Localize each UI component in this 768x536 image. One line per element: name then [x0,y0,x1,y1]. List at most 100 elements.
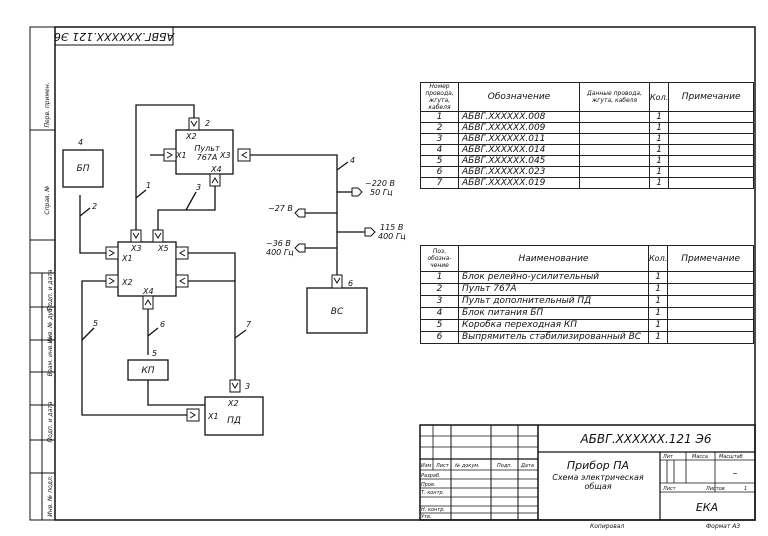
label-sheets: Листов [705,486,725,492]
pin-main-x1: X1 [121,254,133,263]
header-designation: Обозначение [458,82,580,112]
block-pd [204,396,264,436]
cell-note [668,177,754,189]
role-approve: Утв. [421,514,432,520]
corner-code: АБВГ.XXXXXX.121 Э6 [54,30,175,43]
cell-name: Блок питания БП [458,307,649,320]
cell-data [579,111,650,123]
leader-3 [185,191,197,211]
col-sign: Подп. [497,463,512,469]
leader-2 [79,207,91,217]
org-name: ЕКА [696,501,718,514]
cell-name: Пульт 767А [458,283,649,296]
corner-code-box [54,26,174,46]
leader-4 [336,161,349,171]
wire-3 [157,182,216,230]
ref-1: 1 [146,181,151,190]
sheets-value: 1 [744,486,747,492]
cell-note [667,271,754,284]
leader-7 [234,329,247,339]
cell-no: 4 [420,144,459,156]
ref-7: 7 [246,320,252,329]
ref-vs-pos: 6 [348,279,353,288]
paper-format: Формат А3 [706,523,740,530]
cable-table: Номер провода, жгута, кабеля Обозначение… [420,82,754,189]
block-main [117,241,177,297]
wire-5 [81,280,187,416]
pin-remote-x2: X2 [185,132,197,141]
cell-designation: АБВГ.XXXXXX.019 [458,177,580,189]
stamp-replace-inv: Взам. инв. № [47,336,54,377]
stamp-sign-date-1: Подп. и дата [47,269,54,310]
cell-note [668,122,754,134]
label-mass: Масса [692,454,708,460]
role-ncontr: Н. контр. [421,507,445,513]
header-name: Наименование [458,245,649,272]
block-remote [175,129,234,175]
cell-qty: 1 [648,155,670,167]
header-wire-no: Номер провода, жгута, кабеля [420,82,459,112]
cell-name: Блок релейно-усилительный [458,271,649,284]
margin-stamps [30,129,55,520]
cell-qty: 1 [647,307,669,320]
cell-qty: 1 [648,177,670,189]
cell-designation: АБВГ.XXXXXX.045 [458,155,580,167]
supply-27: −27 В [268,204,293,213]
cell-qty: 1 [647,271,669,284]
cell-qty: 1 [647,331,669,344]
cell-data [579,177,650,189]
label-pd: ПД [227,416,241,426]
cell-qty: 1 [648,133,670,145]
cell-designation: АБВГ.XXXXXX.011 [458,133,580,145]
role-check: Пров. [421,482,436,488]
wire-main-right [188,252,236,281]
cell-qty: 1 [647,319,669,332]
col-izm: Изм [421,463,431,469]
stamp-dup-inv: Инв. № дубл. [47,302,54,343]
cell-note [667,319,754,332]
supply-plugs [294,187,376,253]
cell-no: 1 [420,111,459,123]
cell-note [668,111,754,123]
label-lit: Лит [662,454,674,460]
header-qty: Кол. [648,82,670,112]
ref-bp-pos: 4 [78,138,83,147]
element-table: Поз. обозна-чение Наименование Кол. Прим… [420,245,754,344]
cell-data [579,133,650,145]
cell-name: Выпрямитель стабилизированный ВС [458,331,649,344]
leader-5 [81,327,95,341]
cell-qty: 1 [647,295,669,308]
label-vs: ВС [331,307,344,317]
cell-pos: 5 [420,319,459,332]
title-product: Прибор ПА [567,459,629,472]
cell-qty: 1 [648,166,670,178]
title-code: АБВГ.XXXXXX.121 Э6 [579,432,711,446]
header-qty: Кол. [647,245,669,272]
role-tcontr: Т. контр. [421,490,444,496]
header-note: Примечание [668,82,754,112]
element-table-header: Поз. обозна-чение Наименование Кол. Прим… [420,245,754,272]
cell-pos: 6 [420,331,459,344]
cell-note [667,307,754,320]
cell-pos: 3 [420,295,459,308]
diagram [79,104,365,416]
cell-no: 5 [420,155,459,167]
stamp-sign-date-2: Подп. и дата [47,401,54,442]
leader-1 [135,189,147,199]
header-pos: Поз. обозна-чение [420,245,459,272]
cell-qty: 1 [648,144,670,156]
ref-pd-pos: 3 [245,382,250,391]
pin-main-x4: X4 [142,287,154,296]
cell-note [667,295,754,308]
cell-qty: 1 [648,111,670,123]
